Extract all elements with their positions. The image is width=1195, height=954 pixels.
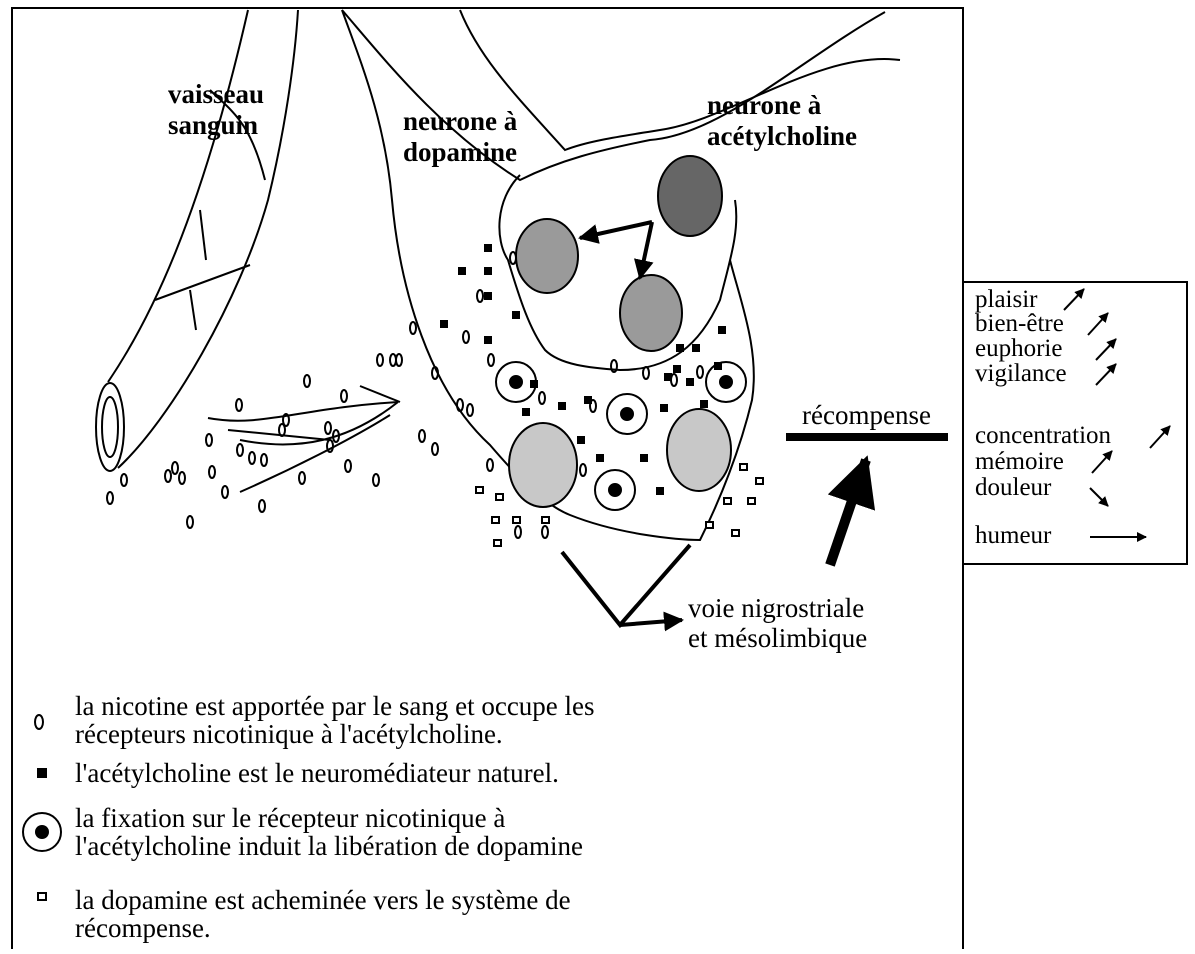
effect-label-douleur: douleur <box>975 476 1051 499</box>
legend-nicotine-line1: la nicotine est apportée par le sang et … <box>75 692 595 720</box>
effect-label-euphorie: euphorie <box>975 337 1062 360</box>
legend-receptor-line1: la fixation sur le récepteur nicotinique… <box>75 804 505 832</box>
effect-label-plaisir: plaisir <box>975 288 1038 311</box>
vigilance-arrow-up-icon <box>1096 364 1116 385</box>
legend-dopamine-line1: la dopamine est acheminée vers le systèm… <box>75 886 571 914</box>
vesicle-mid-1 <box>516 219 578 293</box>
effect-label-vigilance: vigilance <box>975 362 1067 385</box>
label-vaisseau-1: vaisseau <box>168 79 264 109</box>
legend-nicotine-line2: récepteurs nicotinique à l'acétylcholine… <box>75 720 503 748</box>
pathway-line <box>562 545 690 625</box>
legend-dopamine-icon <box>38 893 46 900</box>
euphorie-arrow-up-icon <box>1096 339 1116 360</box>
vesicle-light-2 <box>667 409 731 491</box>
douleur-arrow-down-icon <box>1090 488 1108 506</box>
legend-dopamine-line2: récompense. <box>75 914 211 942</box>
concentration-arrow-up-icon <box>1150 426 1170 448</box>
legend-acetylcholine-line1: l'acétylcholine est le neuromédiateur na… <box>75 759 559 787</box>
effect-arrows <box>1064 289 1170 537</box>
label-dopamine-1: neurone à <box>403 106 517 136</box>
plaisir-arrow-up-icon <box>1064 289 1084 310</box>
effect-label-humeur: humeur <box>975 524 1051 547</box>
reward-arrow <box>830 460 866 565</box>
effect-label-memoire: mémoire <box>975 450 1064 473</box>
release-arrow-2 <box>640 222 652 278</box>
label-voie-1: voie nigrostriale <box>688 594 864 622</box>
legend-acetylcholine-icon <box>37 768 47 778</box>
memoire-arrow-up-icon <box>1092 451 1112 473</box>
label-ach-1: neurone à <box>707 90 821 120</box>
legend-nicotine-icon <box>35 715 43 729</box>
label-ach-2: acétylcholine <box>707 121 857 151</box>
pathway-arrow <box>620 620 682 625</box>
label-recompense: récompense <box>802 401 931 429</box>
release-arrow-1 <box>580 222 652 238</box>
vesicle-mid-2 <box>620 275 682 351</box>
bien-etre-arrow-up-icon <box>1088 313 1108 335</box>
label-vaisseau-2: sanguin <box>168 110 258 140</box>
vesicle-light-1 <box>509 423 577 507</box>
vesicle-dark <box>658 156 722 236</box>
legend-receptor-line2: l'acétylcholine induit la libération de … <box>75 832 583 860</box>
effect-label-bien-etre: bien-être <box>975 312 1064 335</box>
label-voie-2: et mésolimbique <box>688 624 867 652</box>
effect-label-concentration: concentration <box>975 424 1111 447</box>
legend-receptor-core-icon <box>35 825 49 839</box>
label-dopamine-2: dopamine <box>403 137 517 167</box>
